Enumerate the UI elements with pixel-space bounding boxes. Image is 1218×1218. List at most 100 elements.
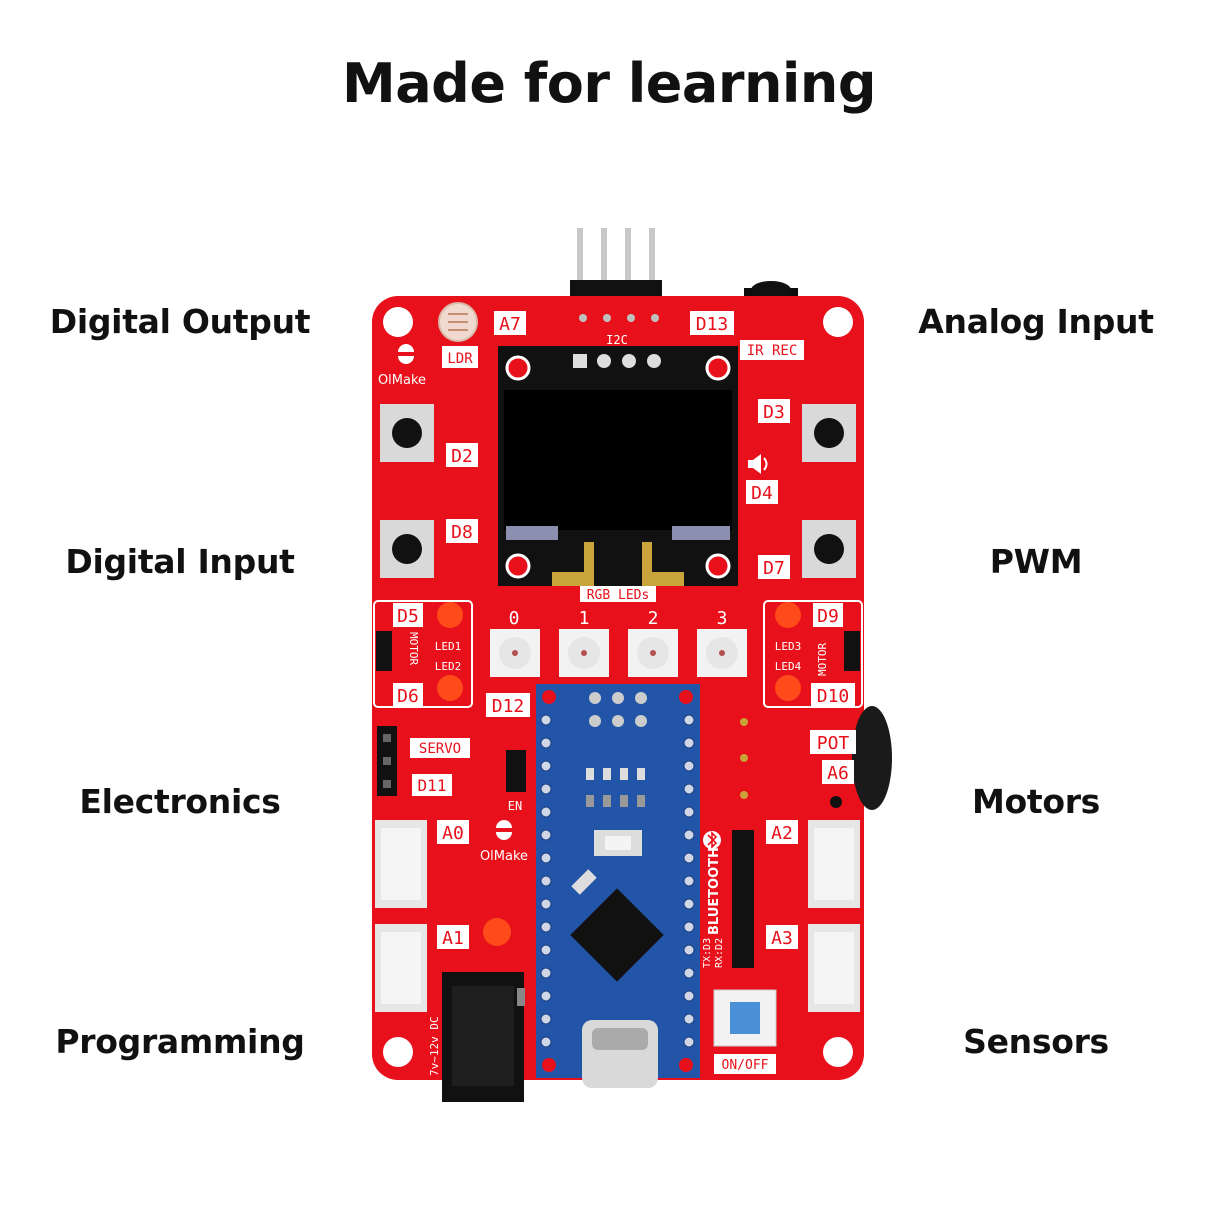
feature-digital-input: Digital Input bbox=[65, 542, 295, 581]
label-servo: SERVO bbox=[419, 741, 461, 757]
bluetooth-header bbox=[732, 830, 754, 968]
potentiometer[interactable] bbox=[830, 706, 892, 810]
label-d4: D4 bbox=[751, 483, 773, 504]
button-d3[interactable] bbox=[802, 404, 856, 462]
nano-pin bbox=[540, 967, 552, 979]
nano-pin bbox=[683, 783, 695, 795]
label-rgb-1: 1 bbox=[579, 608, 590, 629]
power-led bbox=[483, 918, 511, 946]
label-rgb-leds: RGB LEDs bbox=[587, 588, 650, 603]
nano-pin bbox=[683, 737, 695, 749]
nano-pin bbox=[540, 875, 552, 887]
label-pot: POT bbox=[817, 733, 850, 754]
nano-pin bbox=[540, 760, 552, 772]
label-rgb-0: 0 bbox=[509, 608, 520, 629]
nano-pin bbox=[540, 714, 552, 726]
label-on-off: ON/OFF bbox=[722, 1058, 769, 1073]
nano-pin bbox=[683, 967, 695, 979]
label-rgb-2: 2 bbox=[648, 608, 659, 629]
servo-header bbox=[377, 726, 397, 796]
label-tx: TX:D3 bbox=[702, 938, 713, 968]
oled-display bbox=[498, 346, 738, 586]
nano-pin bbox=[540, 898, 552, 910]
feature-digital-output: Digital Output bbox=[49, 302, 311, 341]
label-ldr: LDR bbox=[447, 351, 473, 367]
label-d7: D7 bbox=[763, 558, 785, 579]
label-d2: D2 bbox=[451, 446, 473, 467]
nano-pin bbox=[540, 944, 552, 956]
button-d2[interactable] bbox=[380, 404, 434, 462]
nano-pin bbox=[683, 921, 695, 933]
label-d5: D5 bbox=[397, 606, 419, 627]
nano-pin bbox=[683, 990, 695, 1002]
svg-text:OlMake: OlMake bbox=[480, 849, 528, 864]
button-d7[interactable] bbox=[802, 520, 856, 578]
brand-logo-top: OlMake bbox=[378, 344, 426, 388]
label-a2: A2 bbox=[771, 823, 793, 844]
label-a3: A3 bbox=[771, 928, 793, 949]
connector-a0[interactable] bbox=[375, 820, 427, 908]
i2c-pads bbox=[579, 314, 659, 322]
label-rgb-3: 3 bbox=[717, 608, 728, 629]
label-bluetooth: BLUETOOTH bbox=[707, 847, 722, 935]
nano-pin bbox=[540, 829, 552, 841]
label-ir-rec: IR REC bbox=[747, 343, 798, 359]
label-motor-left: MOTOR bbox=[407, 632, 420, 665]
feature-programming: Programming bbox=[55, 1022, 305, 1061]
nano-pin bbox=[683, 898, 695, 910]
label-a7: A7 bbox=[499, 314, 521, 335]
nano-pin bbox=[683, 944, 695, 956]
nano-pin bbox=[683, 1036, 695, 1048]
label-en: EN bbox=[508, 799, 522, 813]
button-d8[interactable] bbox=[380, 520, 434, 578]
label-d6: D6 bbox=[397, 686, 419, 707]
label-a6: A6 bbox=[827, 763, 849, 784]
led-block-left bbox=[373, 600, 473, 708]
brand-logo-middle: OlMake bbox=[480, 820, 528, 864]
svg-text:OlMake: OlMake bbox=[378, 373, 426, 388]
rgb-leds bbox=[490, 629, 747, 677]
nano-pin bbox=[540, 852, 552, 864]
en-jumper[interactable] bbox=[506, 750, 526, 792]
nano-pins bbox=[540, 714, 695, 1048]
label-d12: D12 bbox=[492, 696, 525, 717]
label-motor-right: MOTOR bbox=[816, 643, 829, 676]
arduino-nano bbox=[536, 684, 700, 1088]
nano-pin bbox=[540, 921, 552, 933]
label-a0: A0 bbox=[442, 823, 464, 844]
nano-pin bbox=[683, 1013, 695, 1025]
dc-jack[interactable] bbox=[442, 972, 525, 1102]
feature-electronics: Electronics bbox=[79, 782, 281, 821]
feature-analog-input: Analog Input bbox=[918, 302, 1154, 341]
nano-pin bbox=[540, 1036, 552, 1048]
label-led4: LED4 bbox=[775, 660, 802, 673]
nano-pin bbox=[683, 852, 695, 864]
feature-sensors: Sensors bbox=[963, 1022, 1109, 1061]
page-title: Made for learning bbox=[341, 52, 877, 115]
label-dc: 7v~12v DC bbox=[428, 1016, 441, 1076]
speaker-icon bbox=[748, 454, 768, 474]
connector-a2[interactable] bbox=[808, 820, 860, 908]
label-led2: LED2 bbox=[435, 660, 462, 673]
ldr-sensor bbox=[438, 302, 478, 342]
pot-pads bbox=[740, 718, 748, 799]
label-led3: LED3 bbox=[775, 640, 802, 653]
label-led1: LED1 bbox=[435, 640, 462, 653]
nano-pin bbox=[540, 990, 552, 1002]
bluetooth-icon bbox=[703, 831, 721, 849]
nano-pin bbox=[683, 875, 695, 887]
nano-pin bbox=[683, 760, 695, 772]
power-switch[interactable] bbox=[713, 989, 777, 1047]
label-i2c: I2C bbox=[606, 333, 628, 347]
connector-a3[interactable] bbox=[808, 924, 860, 1012]
mounting-holes bbox=[383, 307, 853, 1067]
nano-pin bbox=[540, 1013, 552, 1025]
label-d10: D10 bbox=[817, 686, 850, 707]
label-a1: A1 bbox=[442, 928, 464, 949]
nano-pin bbox=[540, 737, 552, 749]
feature-pwm: PWM bbox=[989, 542, 1083, 581]
label-d13: D13 bbox=[696, 314, 729, 335]
connector-a1[interactable] bbox=[375, 924, 427, 1012]
label-d8: D8 bbox=[451, 522, 473, 543]
